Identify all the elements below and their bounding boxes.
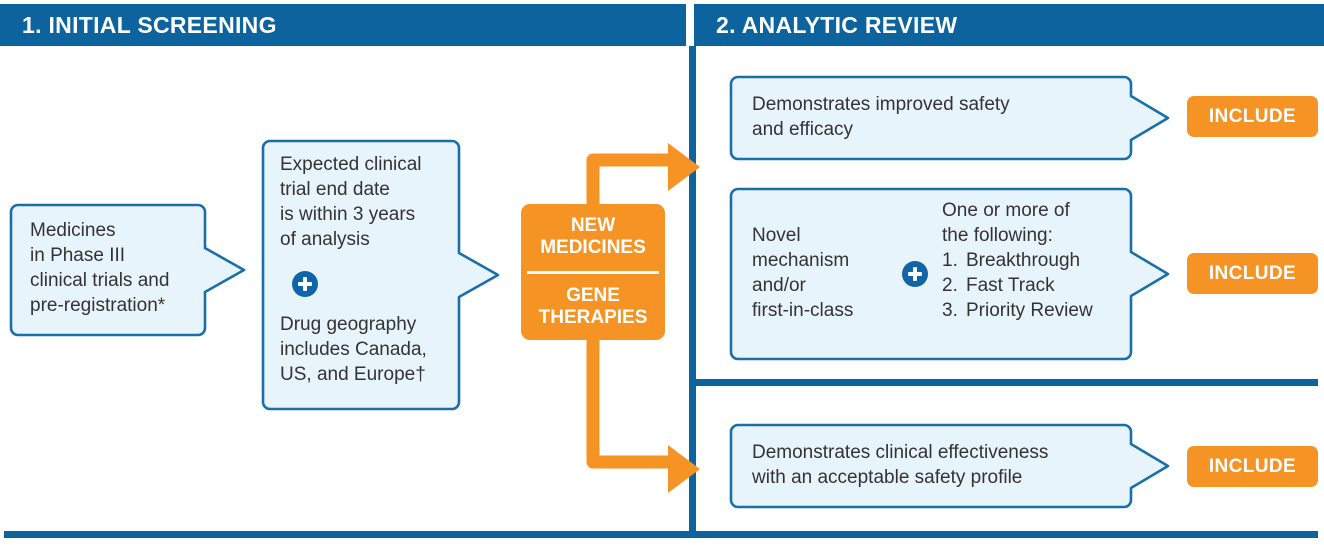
list-item-number: 3. [942,300,958,321]
list-item: 2. Fast Track [942,273,1172,298]
plus-circle-icon [902,261,928,287]
callout-text: Demonstrates improved safety and efficac… [752,94,1010,140]
decision-badge-include-2: INCLUDE [1187,253,1318,294]
list-item-label: Priority Review [966,300,1093,321]
callout-trial-criteria: Expected clinical trial end date is with… [261,139,500,411]
callout-text-top: Expected clinical trial end date is with… [280,154,422,250]
bottom-rule [4,531,1318,538]
list-item: 1. Breakthrough [942,248,1172,273]
category-label-new-medicines: NEW MEDICINES [540,215,646,259]
category-box-new-medicines-gene-therapies: NEW MEDICINES GENE THERAPIES [521,204,665,340]
section-header-analytic-review: 2. ANALYTIC REVIEW [694,4,1324,46]
callout-text-left: Novel mechanism and/or first-in-class [752,225,854,321]
callout-clinical-effectiveness: Demonstrates clinical effectiveness with… [729,423,1170,509]
list-item-number: 2. [942,275,958,296]
callout-improved-safety-efficacy: Demonstrates improved safety and efficac… [729,75,1170,161]
callout-medicines-phase3: Medicines in Phase III clinical trials a… [9,203,246,337]
callout-text: Medicines in Phase III clinical trials a… [30,220,170,316]
plus-circle-icon [292,271,318,297]
category-divider [527,270,659,274]
callout-text: Demonstrates clinical effectiveness with… [752,442,1049,488]
list-item-label: Breakthrough [966,250,1081,271]
category-label-gene-therapies: GENE THERAPIES [538,284,648,328]
criteria-numbered-list: 1. Breakthrough 2. Fast Track 3. Priorit… [942,248,1172,323]
callout-text-bottom: Drug geography includes Canada, US, and … [280,314,427,385]
callout-text-heading: One or more of the following: [942,200,1070,246]
callout-novel-mechanism: Novel mechanism and/or first-in-class On… [729,187,1172,361]
decision-badge-include-3: INCLUDE [1187,446,1318,487]
section-header-initial-screening: 1. INITIAL SCREENING [0,4,686,46]
list-item-number: 1. [942,250,958,271]
vertical-divider [689,46,696,537]
horizontal-divider [693,379,1318,386]
decision-badge-include-1: INCLUDE [1187,96,1318,137]
list-item-label: Fast Track [966,275,1055,296]
list-item: 3. Priority Review [942,298,1172,323]
